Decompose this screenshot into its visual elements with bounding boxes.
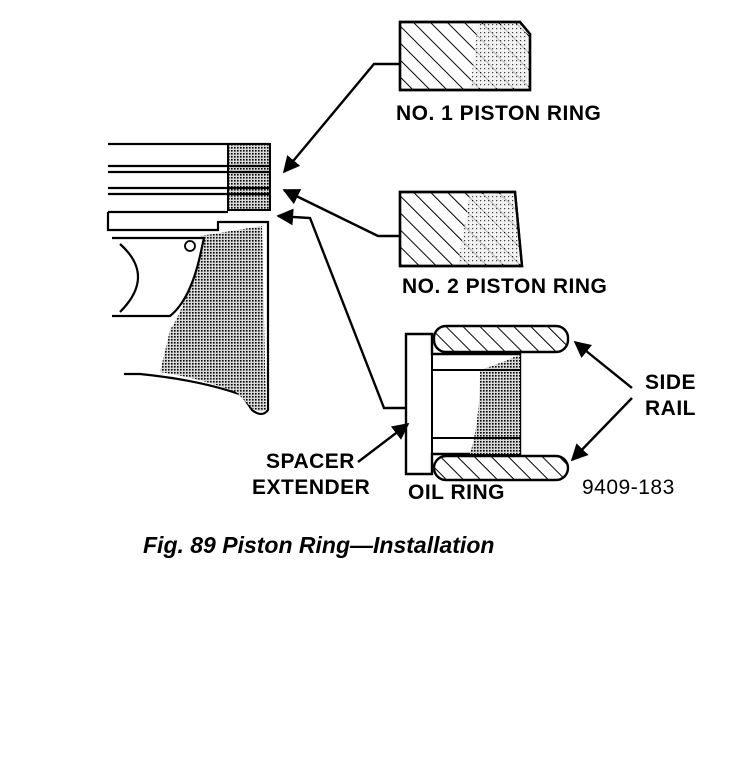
no1-ring-label: NO. 1 PISTON RING	[396, 102, 602, 125]
no1-ring-section	[398, 20, 532, 92]
figure-caption: Fig. 89 Piston Ring—Installation	[143, 532, 495, 558]
extender-label: EXTENDER	[252, 476, 371, 499]
oil-ring-assembly	[404, 324, 570, 482]
side-label: SIDE	[645, 371, 697, 394]
rail-label: RAIL	[645, 397, 696, 420]
no2-ring-label: NO. 2 PISTON RING	[402, 275, 608, 298]
figure-number: 9409-183	[582, 476, 675, 499]
piston	[106, 142, 271, 416]
leader-lines	[276, 62, 633, 463]
oil-ring-label: OIL RING	[408, 481, 505, 504]
no2-ring-section	[398, 190, 524, 268]
spacer-label: SPACER	[266, 450, 355, 473]
